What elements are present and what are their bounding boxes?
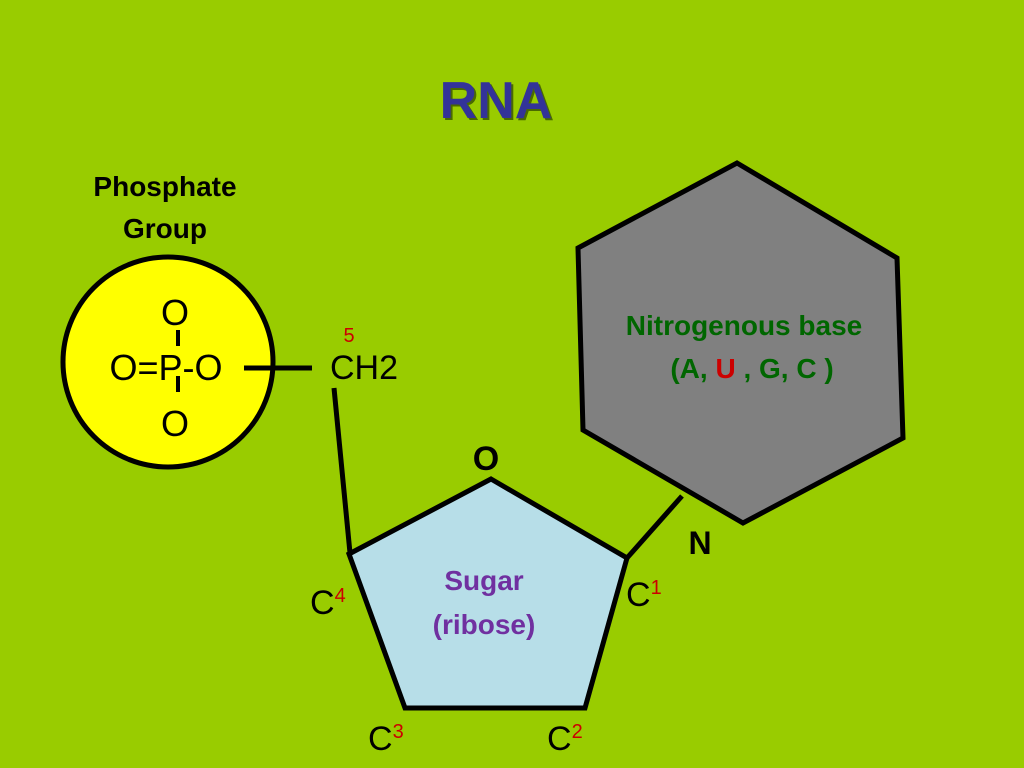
carbon-4-label: C4	[310, 584, 346, 622]
ch2-number: 5	[343, 325, 354, 347]
phosphate-middle-formula: O=P-O	[109, 347, 222, 388]
base-label-suffix: , G, C )	[736, 353, 834, 384]
base-label-prefix: (A,	[670, 353, 715, 384]
carbon-3-number: 3	[393, 721, 404, 743]
carbon-4-number: 4	[335, 585, 346, 607]
phosphate-top-oxygen: O	[161, 292, 189, 333]
carbon-2-label: C2	[547, 720, 583, 758]
base-label-line2: (A, U , G, C )	[670, 353, 833, 384]
ch2-label: CH2	[330, 349, 398, 387]
phosphate-label-line2: Group	[123, 213, 207, 244]
carbon-3-letter: C	[368, 720, 393, 758]
sugar-label-line2: (ribose)	[433, 609, 536, 640]
carbon-1-letter: C	[626, 576, 651, 614]
phosphate-circle	[60, 254, 276, 470]
carbon-1-label: C1	[626, 576, 662, 614]
phosphate-label-line1: Phosphate	[93, 171, 236, 202]
ch2-c4-bond	[331, 387, 353, 554]
base-label-highlight: U	[715, 353, 735, 384]
base-label-line1: Nitrogenous base	[626, 310, 862, 341]
phosphate-bottom-oxygen: O	[161, 403, 189, 444]
carbon-4-letter: C	[310, 584, 335, 622]
nitrogen-label: N	[688, 525, 711, 561]
ring-oxygen-label: O	[473, 440, 499, 478]
c1-base-bond	[625, 494, 684, 560]
carbon-2-number: 2	[572, 721, 583, 743]
carbon-1-number: 1	[651, 577, 662, 599]
sugar-label-line1: Sugar	[444, 565, 523, 596]
sugar-pentagon	[345, 476, 630, 711]
nitrogenous-base-hexagon	[575, 160, 906, 526]
page-title: RNA	[440, 72, 553, 130]
carbon-3-label: C3	[368, 720, 404, 758]
carbon-2-letter: C	[547, 720, 572, 758]
